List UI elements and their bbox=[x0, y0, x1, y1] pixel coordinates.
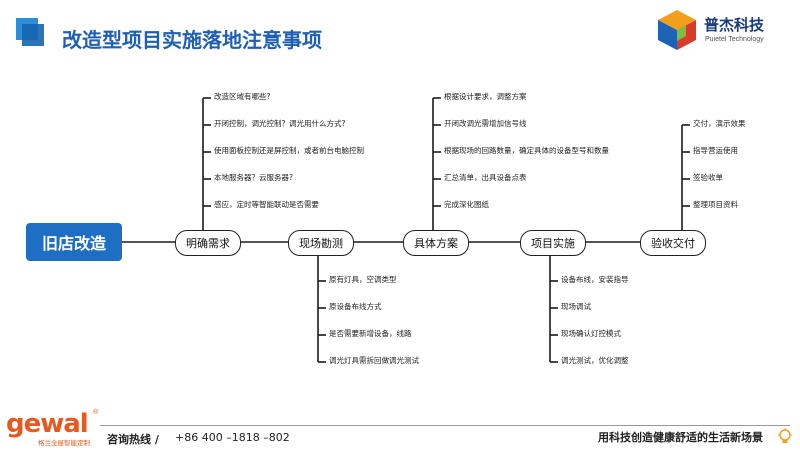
stage-note: 根据现场的回路数量，确定具体的设备型号和数量 bbox=[444, 146, 609, 155]
header: 改造型项目实施落地注意事项 普杰科技 Puietel Technology bbox=[0, 0, 800, 75]
stage-note: 本地服务器？云服务器? bbox=[214, 173, 293, 182]
logo-subtitle: Puietel Technology bbox=[705, 36, 764, 43]
stage-note: 现场确认灯控模式 bbox=[561, 329, 621, 338]
brand-tagline: 格兰全屋智能定制 bbox=[38, 440, 90, 447]
root-node: 旧店改造 bbox=[26, 223, 122, 261]
footer-divider bbox=[100, 425, 790, 426]
stage-note: 现场调试 bbox=[561, 302, 591, 311]
stage-note: 使用面板控制还是屏控制，或者前台电脑控制 bbox=[214, 146, 364, 155]
stage-note: 指导营运使用 bbox=[693, 146, 738, 155]
company-logo: 普杰科技 Puietel Technology bbox=[656, 8, 796, 52]
stage-note: 改造区域有哪些? bbox=[214, 92, 271, 101]
stage-note: 原设备布线方式 bbox=[329, 302, 382, 311]
stage-node: 项目实施 bbox=[520, 230, 586, 256]
stage-note: 调光灯具需拆回做调光测试 bbox=[329, 356, 419, 365]
stage-note: 交付，演示效果 bbox=[693, 119, 746, 128]
stage-node: 具体方案 bbox=[403, 230, 469, 256]
stage-note: 设备布线，安装指导 bbox=[561, 275, 629, 284]
stage-note: 开闭控制，调光控制？调光用什么方式? bbox=[214, 119, 346, 128]
stage-note: 根据设计要求，调整方案 bbox=[444, 92, 527, 101]
footer-slogan: 用科技创造健康舒适的生活新场景 bbox=[598, 431, 763, 444]
hotline-number: +86 400 –1818 –802 bbox=[175, 431, 290, 444]
title-mark-front bbox=[22, 24, 44, 46]
stage-note: 签验收单 bbox=[693, 173, 723, 182]
stage-note: 是否需要新增设备，线路 bbox=[329, 329, 412, 338]
stage-node: 现场勘测 bbox=[288, 230, 354, 256]
stage-note: 汇总清单，出具设备点表 bbox=[444, 173, 527, 182]
stage-note: 调光测试，优化调整 bbox=[561, 356, 629, 365]
lightbulb-icon bbox=[778, 428, 793, 443]
stage-note: 原有灯具，空调类型 bbox=[329, 275, 397, 284]
brand-logo: gewal bbox=[6, 409, 89, 439]
page-title: 改造型项目实施落地注意事项 bbox=[62, 28, 322, 52]
stage-node: 验收交付 bbox=[640, 230, 706, 256]
brand-registered-mark: ® bbox=[93, 409, 99, 416]
logo-cube-icon bbox=[658, 10, 696, 50]
stage-note: 开闭改调光需增加信号线 bbox=[444, 119, 527, 128]
footer: gewal ® 格兰全屋智能定制 咨询热线 / +86 400 –1818 –8… bbox=[0, 395, 800, 450]
hotline-label: 咨询热线 / bbox=[107, 433, 159, 446]
stage-note: 完成深化图纸 bbox=[444, 200, 489, 209]
stage-note: 整理项目资料 bbox=[693, 200, 738, 209]
stage-node: 明确需求 bbox=[175, 230, 241, 256]
logo-name: 普杰科技 bbox=[704, 16, 765, 34]
process-diagram: 旧店改造 明确需求 改造区域有哪些? 开闭控制，调光控制？调光用什么方式? 使用面板控… bbox=[0, 75, 800, 395]
stage-note: 感应，定时等智能联动是否需要 bbox=[214, 200, 319, 209]
